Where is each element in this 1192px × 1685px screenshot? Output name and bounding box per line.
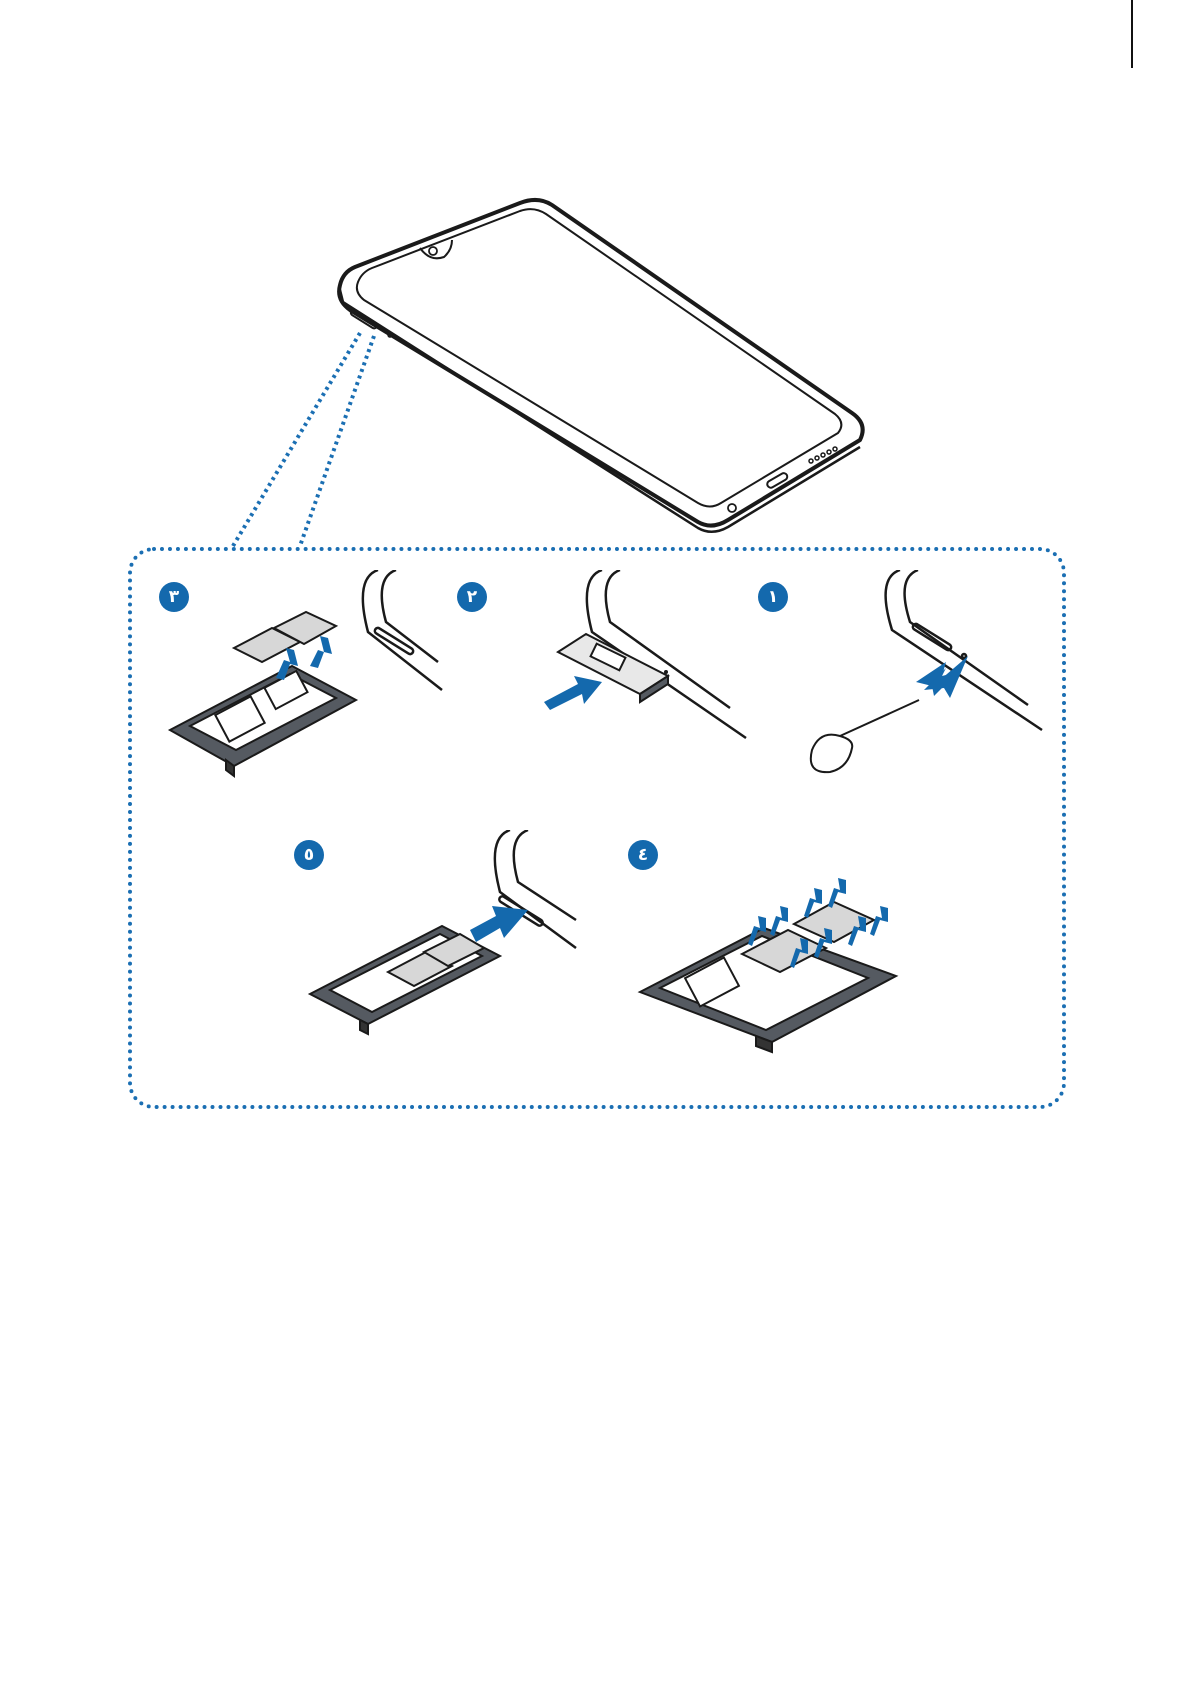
step-badge-2: ٢ bbox=[457, 582, 487, 612]
step-1-eject-pin bbox=[800, 570, 1050, 790]
step-4-insert-cards bbox=[630, 860, 910, 1060]
step-2-pull-tray bbox=[540, 570, 770, 750]
step-5-insert-tray bbox=[300, 830, 590, 1050]
callout-leader-lines bbox=[0, 0, 1192, 560]
step-3-tray-cards bbox=[160, 570, 450, 790]
